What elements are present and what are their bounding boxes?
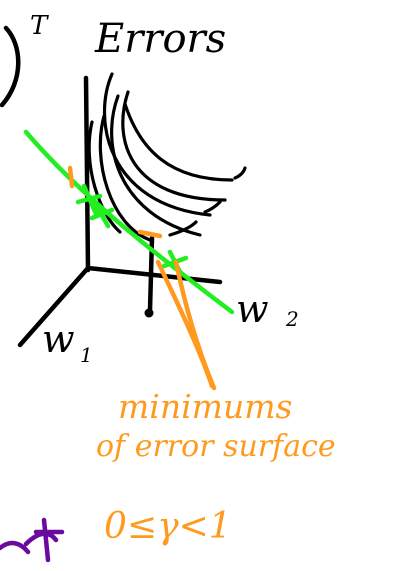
orange-mark-1 [70, 168, 72, 186]
axis-w1-subscript: 1 [80, 343, 93, 367]
axis-w2-subscript: 2 [285, 307, 299, 331]
purple-scribble [0, 520, 62, 560]
title-errors: Errors [94, 16, 226, 62]
range-expression: 0≤γ<1 [104, 506, 232, 547]
vertical-axis [86, 78, 88, 270]
annotation-minimums: minimums [118, 387, 292, 426]
axis-w2-label: w [236, 287, 269, 331]
projection-point [145, 309, 154, 318]
minimum-valley-line [26, 132, 232, 312]
axis-w1-label: w [42, 317, 75, 361]
title-superscript: T [30, 11, 49, 41]
annotation-error-surface: of error surface [96, 429, 336, 464]
left-parenthesis-stroke [2, 28, 18, 105]
w2-axis [88, 268, 220, 282]
